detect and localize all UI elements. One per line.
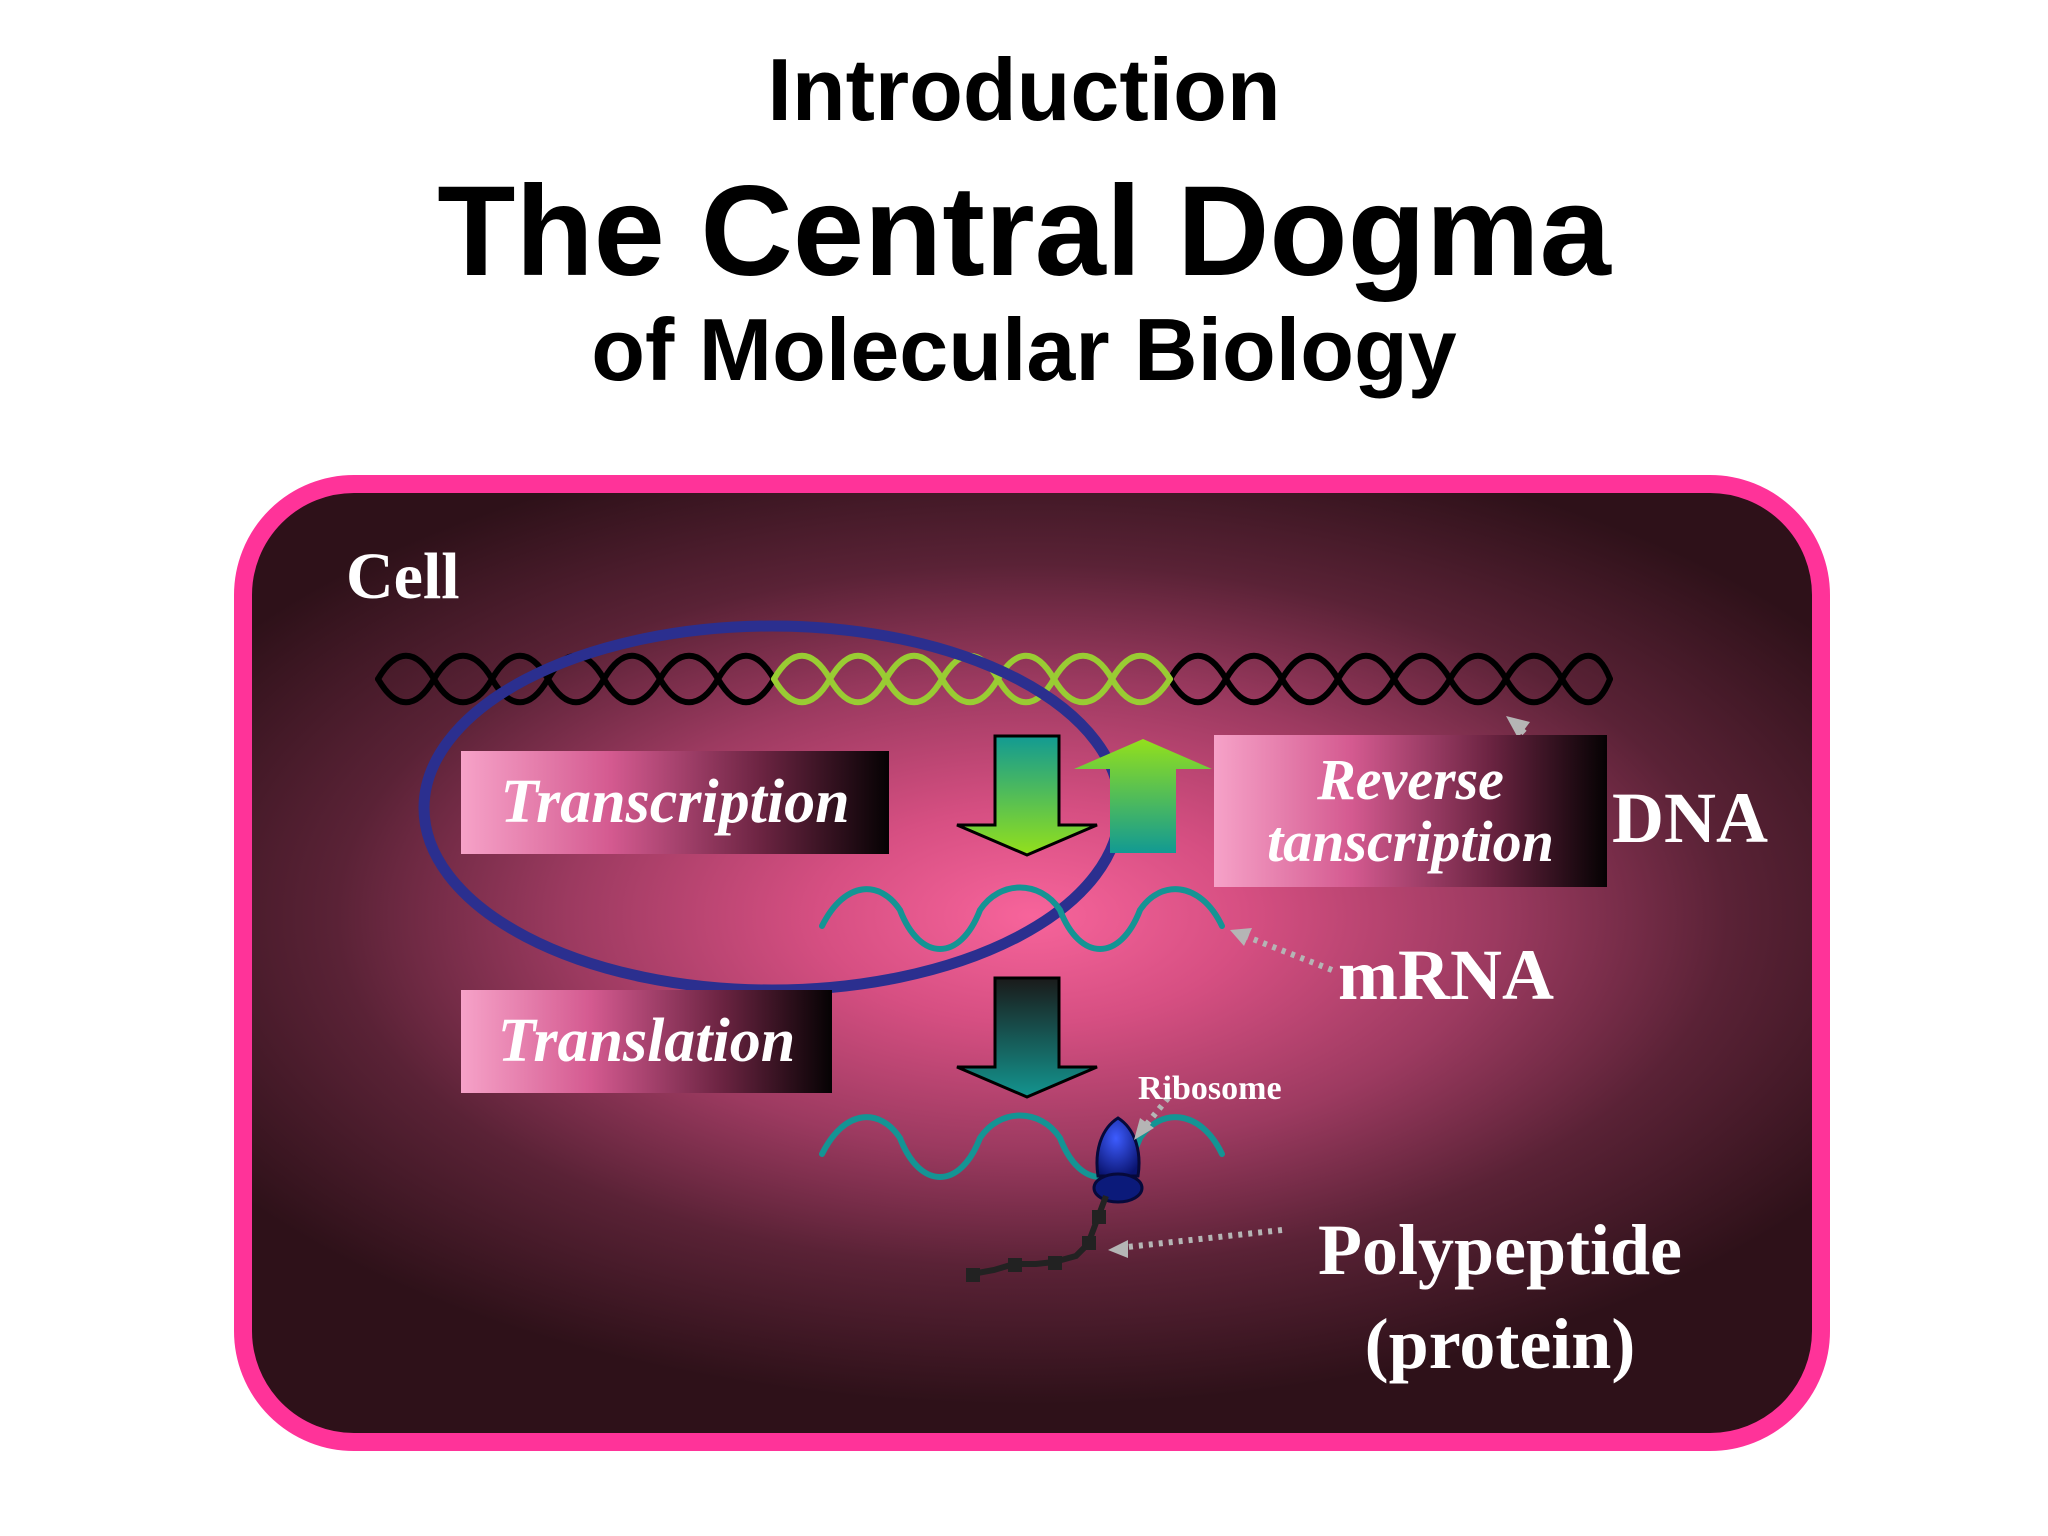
cell-background — [234, 475, 1830, 1451]
slide-title: The Central Dogma — [437, 160, 1611, 303]
dna-label: DNA — [1612, 778, 1768, 858]
transcription-arrow — [956, 734, 1098, 857]
dna-strand-left-b — [375, 652, 777, 706]
ribosome-icon — [1092, 1116, 1144, 1204]
polypeptide-pointer-arrow — [1117, 1227, 1283, 1251]
polypeptide-chain — [966, 1194, 1109, 1282]
reverse-transcription-box: Reverse tanscription — [1214, 735, 1607, 887]
mrna-pointer-arrow — [1238, 931, 1334, 973]
reverse-transcription-label-line1: Reverse — [1317, 747, 1504, 812]
transcription-label: Transcription — [500, 768, 850, 836]
cell-label: Cell — [346, 540, 460, 613]
slide-subtitle: of Molecular Biology — [591, 300, 1457, 399]
slide-kicker: Introduction — [767, 40, 1281, 139]
polypeptide-label: Polypeptide — [1317, 1210, 1682, 1290]
ribosome-label: Ribosome — [1138, 1070, 1282, 1107]
transcription-box: Transcription — [461, 751, 889, 854]
reverse-transcription-arrow — [1074, 739, 1212, 853]
mrna-strand — [819, 884, 1225, 952]
pointer-arrowheads — [1108, 716, 1530, 1258]
translation-box: Translation — [461, 990, 832, 1093]
ribosome-pointer-arrow — [1139, 1096, 1171, 1132]
mrna-label: mRNA — [1338, 935, 1554, 1015]
dna-gene-segment-b — [771, 652, 1173, 706]
protein-label: (protein) — [1364, 1304, 1636, 1384]
translation-label: Translation — [497, 1007, 796, 1075]
mrna-strand-translating — [819, 1112, 1225, 1180]
reverse-transcription-label-line2: tanscription — [1267, 809, 1554, 874]
translation-arrow — [956, 976, 1098, 1099]
dna-strand-right-b — [1167, 652, 1613, 706]
